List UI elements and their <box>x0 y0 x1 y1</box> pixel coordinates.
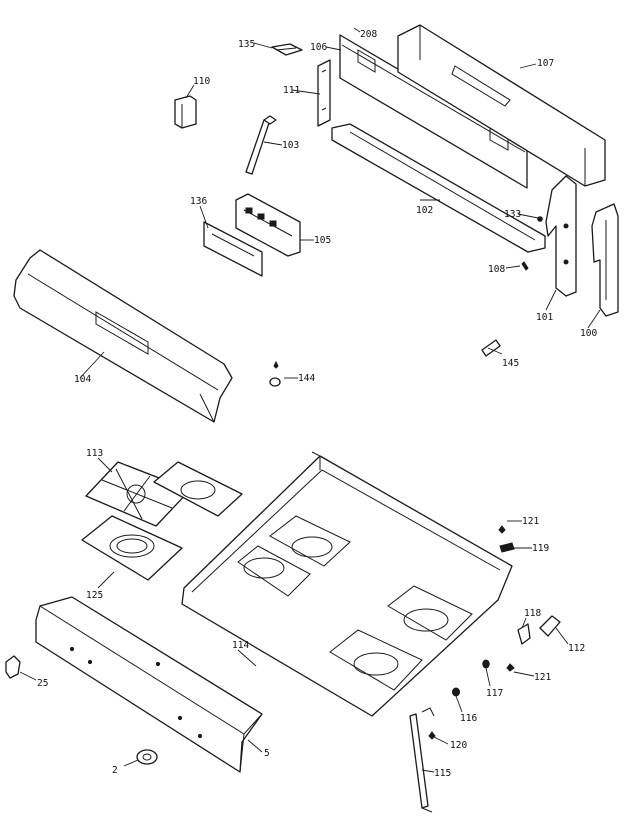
label-118: 118 <box>524 608 541 619</box>
label-121-upper: 121 <box>522 516 539 527</box>
part-125-burner-box <box>81 515 183 581</box>
part-100-end-cap <box>591 203 619 317</box>
part-107-backguard-top-cover <box>397 24 606 187</box>
label-135: 135 <box>238 39 255 50</box>
label-113: 113 <box>86 448 103 459</box>
label-100: 100 <box>580 328 597 339</box>
label-112: 112 <box>568 643 585 654</box>
part-25-clip <box>5 655 21 679</box>
part-102-trim-strip <box>331 123 546 253</box>
part-119-clip <box>499 542 515 553</box>
label-116: 116 <box>460 713 477 724</box>
part-114-cooktop <box>181 451 513 717</box>
part-105-clock-control <box>235 193 301 257</box>
label-108: 108 <box>488 264 505 275</box>
part-110-clip <box>174 95 197 129</box>
part-136-overlay <box>203 221 263 277</box>
label-5: 5 <box>264 748 270 759</box>
part-108-screw <box>521 261 529 271</box>
part-115-support-rod <box>409 707 435 813</box>
label-110: 110 <box>193 76 210 87</box>
label-115: 115 <box>434 768 451 779</box>
part-118-orifice <box>517 623 531 645</box>
label-145: 145 <box>502 358 519 369</box>
part-112-bracket <box>539 615 561 637</box>
label-25: 25 <box>37 678 48 689</box>
part-103-tube <box>245 115 277 175</box>
label-106: 106 <box>310 42 327 53</box>
label-121-lower: 121 <box>534 672 551 683</box>
label-133: 133 <box>504 209 521 220</box>
part-135-end-cap <box>271 43 303 56</box>
label-144: 144 <box>298 373 315 384</box>
part-2-knob <box>136 749 158 765</box>
part-5-front-manifold-panel <box>35 596 263 773</box>
label-114: 114 <box>232 640 249 651</box>
label-107: 107 <box>537 58 554 69</box>
label-117: 117 <box>486 688 503 699</box>
part-labels: 135 106 208 107 110 111 103 136 105 102 … <box>37 29 597 779</box>
label-103: 103 <box>282 140 299 151</box>
label-2: 2 <box>112 765 118 776</box>
label-104: 104 <box>74 374 91 385</box>
part-133-screw <box>537 216 543 222</box>
part-121-screw-lower <box>506 663 515 672</box>
part-144-knob <box>269 360 281 387</box>
label-119: 119 <box>532 543 549 554</box>
label-125: 125 <box>86 590 103 601</box>
part-145-knob <box>481 339 501 357</box>
label-136: 136 <box>190 196 207 207</box>
part-121-screw-upper <box>498 525 506 534</box>
part-111-side-bracket <box>317 59 331 127</box>
label-102: 102 <box>416 205 433 216</box>
label-120: 120 <box>450 740 467 751</box>
part-104-control-panel <box>13 249 233 423</box>
label-111: 111 <box>283 85 300 96</box>
label-208: 208 <box>360 29 377 40</box>
part-burner-bowl-upper <box>153 461 243 517</box>
leader-lines <box>19 27 601 773</box>
label-101: 101 <box>536 312 553 323</box>
part-101-end-bracket <box>545 175 577 297</box>
part-120-screw <box>428 731 436 740</box>
part-117-nut <box>482 659 490 669</box>
label-105: 105 <box>314 235 331 246</box>
part-116-clip <box>452 687 460 697</box>
